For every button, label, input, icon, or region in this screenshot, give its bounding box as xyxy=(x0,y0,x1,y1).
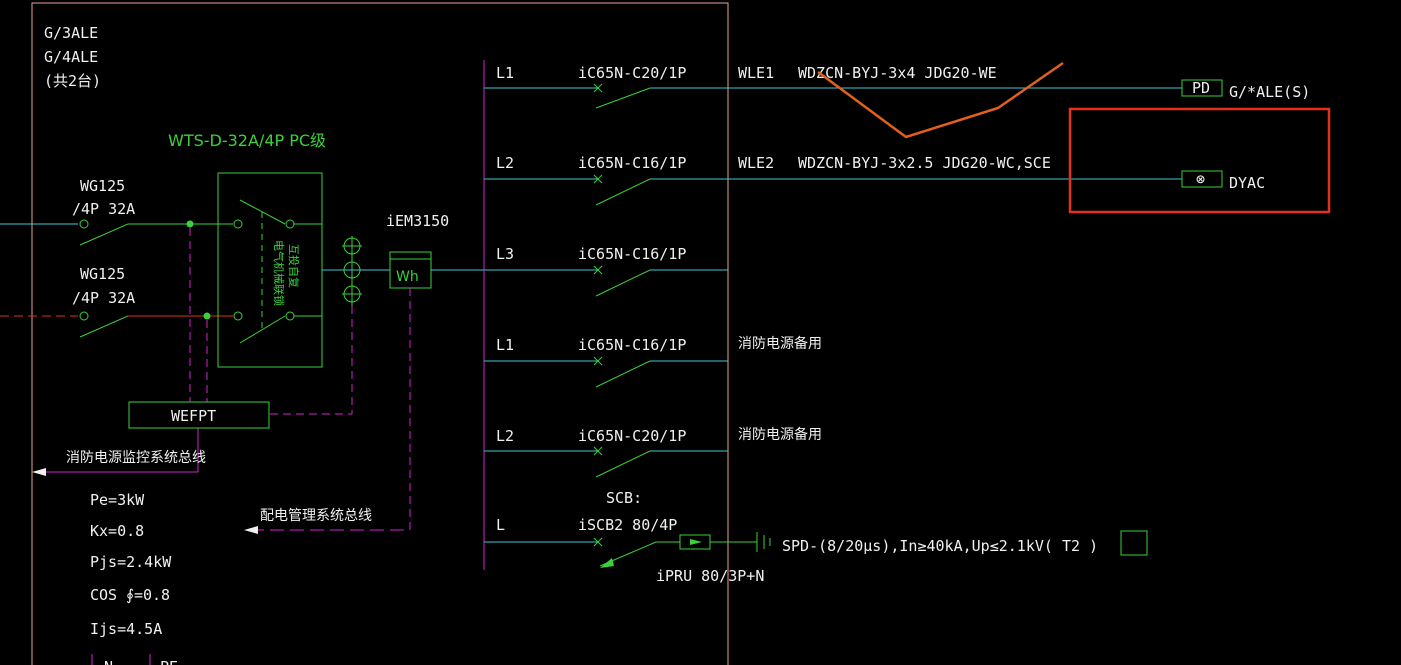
footer-n: N xyxy=(104,658,113,665)
breaker2-model: WG125 xyxy=(80,265,125,283)
ipru-label: iPRU 80/3P+N xyxy=(656,567,764,585)
circuit-2-load: DYAC xyxy=(1229,174,1265,192)
small-square xyxy=(1120,530,1148,556)
red-check-mark xyxy=(817,61,1064,139)
breaker2-blade xyxy=(79,315,129,338)
circuit-2-phase: L2 xyxy=(496,154,514,172)
circuit-3-breaker: iC65N-C16/1P xyxy=(578,245,686,263)
ats-box xyxy=(217,172,323,368)
circuit-2: L2 iC65N-C16/1P WLE2 WDZCN-BYJ-3x2.5 JDG… xyxy=(484,154,1265,206)
wefpt-box xyxy=(128,401,270,429)
ats-blade-2 xyxy=(239,315,286,344)
breaker2-contact xyxy=(79,311,89,321)
fire-bus-arrow xyxy=(32,468,46,476)
fire-bus-label: 消防电源监控系统总线 xyxy=(66,450,206,466)
circuit-2-load-tag: ⊗ xyxy=(1196,170,1205,188)
breaker1-contact xyxy=(79,219,89,229)
ats-contact-2 xyxy=(233,311,243,321)
breaker2-rating: /4P 32A xyxy=(72,289,135,307)
footer-pe: PE xyxy=(160,658,178,665)
panel-count: (共2台) xyxy=(44,72,101,90)
circuit-4: L1 iC65N-C16/1P 消防电源备用 xyxy=(484,335,822,388)
panel-name-1: G/3ALE xyxy=(44,24,98,42)
ats-contact-1 xyxy=(233,219,243,229)
calc-pjs: Pjs=2.4kW xyxy=(90,553,172,571)
circuit-1-load-box xyxy=(1181,79,1223,97)
calc-ijs: Ijs=4.5A xyxy=(90,620,162,638)
circuit-4-note: 消防电源备用 xyxy=(738,335,822,352)
ats-label: WTS-D-32A/4P PC级 xyxy=(168,131,326,150)
circuit-2-cable: WDZCN-BYJ-3x2.5 JDG20-WC,SCE xyxy=(798,154,1051,172)
breaker1-model: WG125 xyxy=(80,177,125,195)
circuit-1-cable: WDZCN-BYJ-3x4 JDG20-WE xyxy=(798,64,997,82)
circuit-4-phase: L1 xyxy=(496,336,514,354)
calc-pe: Pe=3kW xyxy=(90,491,145,509)
wefpt-label: WEFPT xyxy=(171,407,216,425)
ats-contact-3 xyxy=(285,219,295,229)
power-bus-arrow xyxy=(244,526,258,534)
circuit-5: L2 iC65N-C20/1P 消防电源备用 xyxy=(484,426,822,478)
meter-model: iEM3150 xyxy=(386,212,449,230)
circuit-1-breaker: iC65N-C20/1P xyxy=(578,64,686,82)
circuit-5-phase: L2 xyxy=(496,427,514,445)
circuit-2-code: WLE2 xyxy=(738,154,774,172)
circuit-1-load: G/*ALE(S) xyxy=(1229,83,1310,101)
calc-cos: COS ∮=0.8 xyxy=(90,586,170,604)
circuit-1-phase: L1 xyxy=(496,64,514,82)
power-bus-label: 配电管理系统总线 xyxy=(260,508,372,524)
circuit-4-breaker: iC65N-C16/1P xyxy=(578,336,686,354)
circuit-6-spd: L SCB: iSCB2 80/4P iPRU 80/3P+N SPD-(8/2… xyxy=(484,489,1098,585)
red-highlight-box xyxy=(1068,107,1331,214)
scb-label: SCB: xyxy=(606,489,642,507)
circuit-6-phase: L xyxy=(496,516,505,534)
ats-inner-text-2: 互投自复 xyxy=(287,244,301,288)
circuit-1-load-tag: PD xyxy=(1192,79,1210,97)
junction-dot-2 xyxy=(203,312,211,320)
circuit-1-code: WLE1 xyxy=(738,64,774,82)
spd-spec: SPD-(8/20μs),In≥40kA,Up≤2.1kV( T2 ) xyxy=(782,537,1098,555)
circuit-2-load-box xyxy=(1181,170,1223,188)
meter-symbol: Wh xyxy=(396,269,419,285)
circuit-3: L3 iC65N-C16/1P xyxy=(484,245,728,297)
cabinet-frame xyxy=(31,2,729,665)
breaker1-blade xyxy=(79,223,129,246)
ats-inner-text-1: 电气机械联锁 xyxy=(272,240,286,306)
circuit-5-breaker: iC65N-C20/1P xyxy=(578,427,686,445)
calc-kx: Kx=0.8 xyxy=(90,522,144,540)
junction-dot-1 xyxy=(186,220,194,228)
circuit-2-breaker: iC65N-C16/1P xyxy=(578,154,686,172)
panel-name-2: G/4ALE xyxy=(44,48,98,66)
ats-contact-4 xyxy=(285,311,295,321)
circuit-5-note: 消防电源备用 xyxy=(738,426,822,443)
breaker1-rating: /4P 32A xyxy=(72,200,135,218)
circuit-3-phase: L3 xyxy=(496,245,514,263)
circuit-1: L1 iC65N-C20/1P WLE1 WDZCN-BYJ-3x4 JDG20… xyxy=(484,64,1310,109)
circuit-6-breaker: iSCB2 80/4P xyxy=(578,516,677,534)
